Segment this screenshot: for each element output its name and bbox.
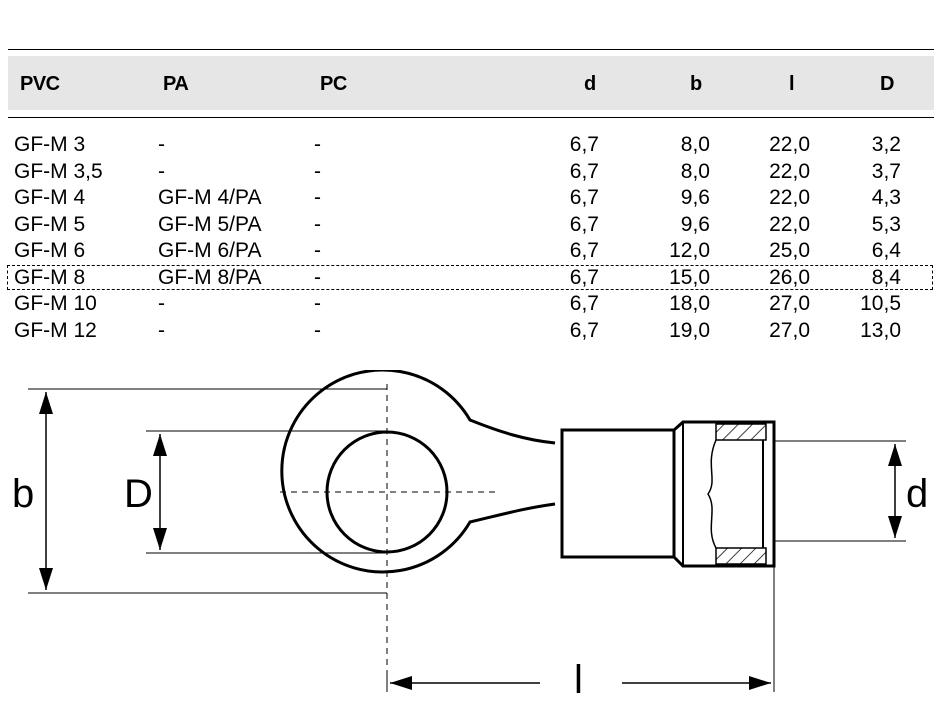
sleeve-body (560, 420, 776, 568)
table-header-band (8, 56, 934, 110)
dimension-b (28, 388, 387, 594)
cell-D: 10,5 (860, 292, 901, 315)
cell-l: 22,0 (769, 186, 810, 209)
header-pvc: PVC (20, 73, 60, 95)
cell-pa: GF-M 8/PA (158, 265, 262, 289)
dimension-D (146, 430, 387, 554)
cell-b: 15,0 (669, 265, 710, 289)
highlighted-row-frame (7, 265, 933, 290)
cell-d: 6,7 (569, 212, 599, 236)
cell-D: 6,4 (871, 239, 901, 262)
label-D: D (124, 472, 153, 516)
cell-d: 6,7 (569, 239, 599, 262)
cell-pc: - (314, 133, 321, 156)
dimension-d (774, 440, 906, 542)
cell-d: 6,7 (569, 186, 599, 209)
header-pc: PC (320, 73, 347, 95)
ring-terminal-drawing (28, 370, 906, 692)
cell-pvc: GF-M 12 (14, 318, 97, 342)
cell-d: 6,7 (569, 159, 599, 183)
cell-d: 6,7 (569, 133, 599, 156)
table-row: GF-M 3,5 - - 6,7 8,0 22,0 3,7 (0, 158, 941, 185)
cell-D: 4,3 (871, 186, 901, 209)
cell-pc: - (314, 292, 321, 315)
cell-l: 22,0 (769, 159, 810, 183)
table-row: GF-M 10 - - 6,7 18,0 27,0 10,5 (0, 290, 941, 317)
cell-b: 9,6 (680, 186, 710, 209)
cell-l: 27,0 (769, 318, 810, 342)
table-row: GF-M 4 GF-M 4/PA - 6,7 9,6 22,0 4,3 (0, 184, 941, 211)
cell-b: 9,6 (680, 212, 710, 236)
table-row-highlighted: GF-M 8 GF-M 8/PA - 6,7 15,0 26,0 8,4 (0, 264, 941, 291)
table-top-rule (8, 49, 934, 50)
cell-D: 8,4 (871, 265, 901, 289)
label-d: d (906, 472, 929, 516)
cell-d: 6,7 (569, 318, 599, 342)
cell-b: 18,0 (669, 292, 710, 315)
cell-pvc: GF-M 3,5 (14, 159, 103, 183)
header-d: d (584, 73, 596, 95)
cell-pc: - (314, 159, 321, 183)
header-pa: PA (163, 73, 189, 95)
cell-pvc: GF-M 10 (14, 292, 97, 315)
table-row: GF-M 5 GF-M 5/PA - 6,7 9,6 22,0 5,3 (0, 211, 941, 238)
cell-b: 19,0 (669, 318, 710, 342)
cell-pa: GF-M 4/PA (158, 186, 262, 209)
cell-b: 8,0 (680, 159, 710, 183)
cell-b: 12,0 (669, 239, 710, 262)
cell-l: 26,0 (769, 265, 810, 289)
cell-pc: - (314, 212, 321, 236)
cell-D: 13,0 (860, 318, 901, 342)
cell-pa: - (158, 318, 165, 342)
cell-pvc: GF-M 3 (14, 133, 86, 156)
cell-pvc: GF-M 4 (14, 186, 86, 209)
cell-l: 27,0 (769, 292, 810, 315)
cell-pc: - (314, 186, 321, 209)
cell-d: 6,7 (569, 265, 599, 289)
table-body: GF-M 3 - - 6,7 8,0 22,0 3,2 GF-M 3,5 - -… (0, 131, 941, 343)
cell-pa: - (158, 133, 165, 156)
label-l: l (574, 658, 583, 702)
table-row: GF-M 6 GF-M 6/PA - 6,7 12,0 25,0 6,4 (0, 237, 941, 264)
cell-pvc: GF-M 8 (14, 265, 86, 289)
header-l: l (789, 73, 795, 95)
cell-pa: - (158, 159, 165, 183)
cell-pa: GF-M 6/PA (158, 239, 262, 262)
header-b: b (690, 73, 702, 95)
cell-l: 22,0 (769, 212, 810, 236)
table-header-bottom-rule (8, 117, 934, 118)
cell-l: 25,0 (769, 239, 810, 262)
cell-D: 5,3 (871, 212, 901, 236)
cell-D: 3,2 (871, 133, 901, 156)
cell-pc: - (314, 265, 321, 289)
header-D: D (880, 73, 894, 95)
cell-b: 8,0 (680, 133, 710, 156)
cell-pvc: GF-M 6 (14, 239, 86, 262)
ring-outline (280, 370, 556, 574)
cell-pc: - (314, 318, 321, 342)
cell-pc: - (314, 239, 321, 262)
label-b: b (12, 472, 35, 516)
table-row: GF-M 3 - - 6,7 8,0 22,0 3,2 (0, 131, 941, 158)
table-row: GF-M 12 - - 6,7 19,0 27,0 13,0 (0, 317, 941, 344)
cell-pa: GF-M 5/PA (158, 212, 262, 236)
cell-pa: - (158, 292, 165, 315)
cell-D: 3,7 (871, 159, 901, 183)
dimension-l (386, 566, 775, 692)
cell-l: 22,0 (769, 133, 810, 156)
cell-pvc: GF-M 5 (14, 212, 86, 236)
cell-d: 6,7 (569, 292, 599, 315)
